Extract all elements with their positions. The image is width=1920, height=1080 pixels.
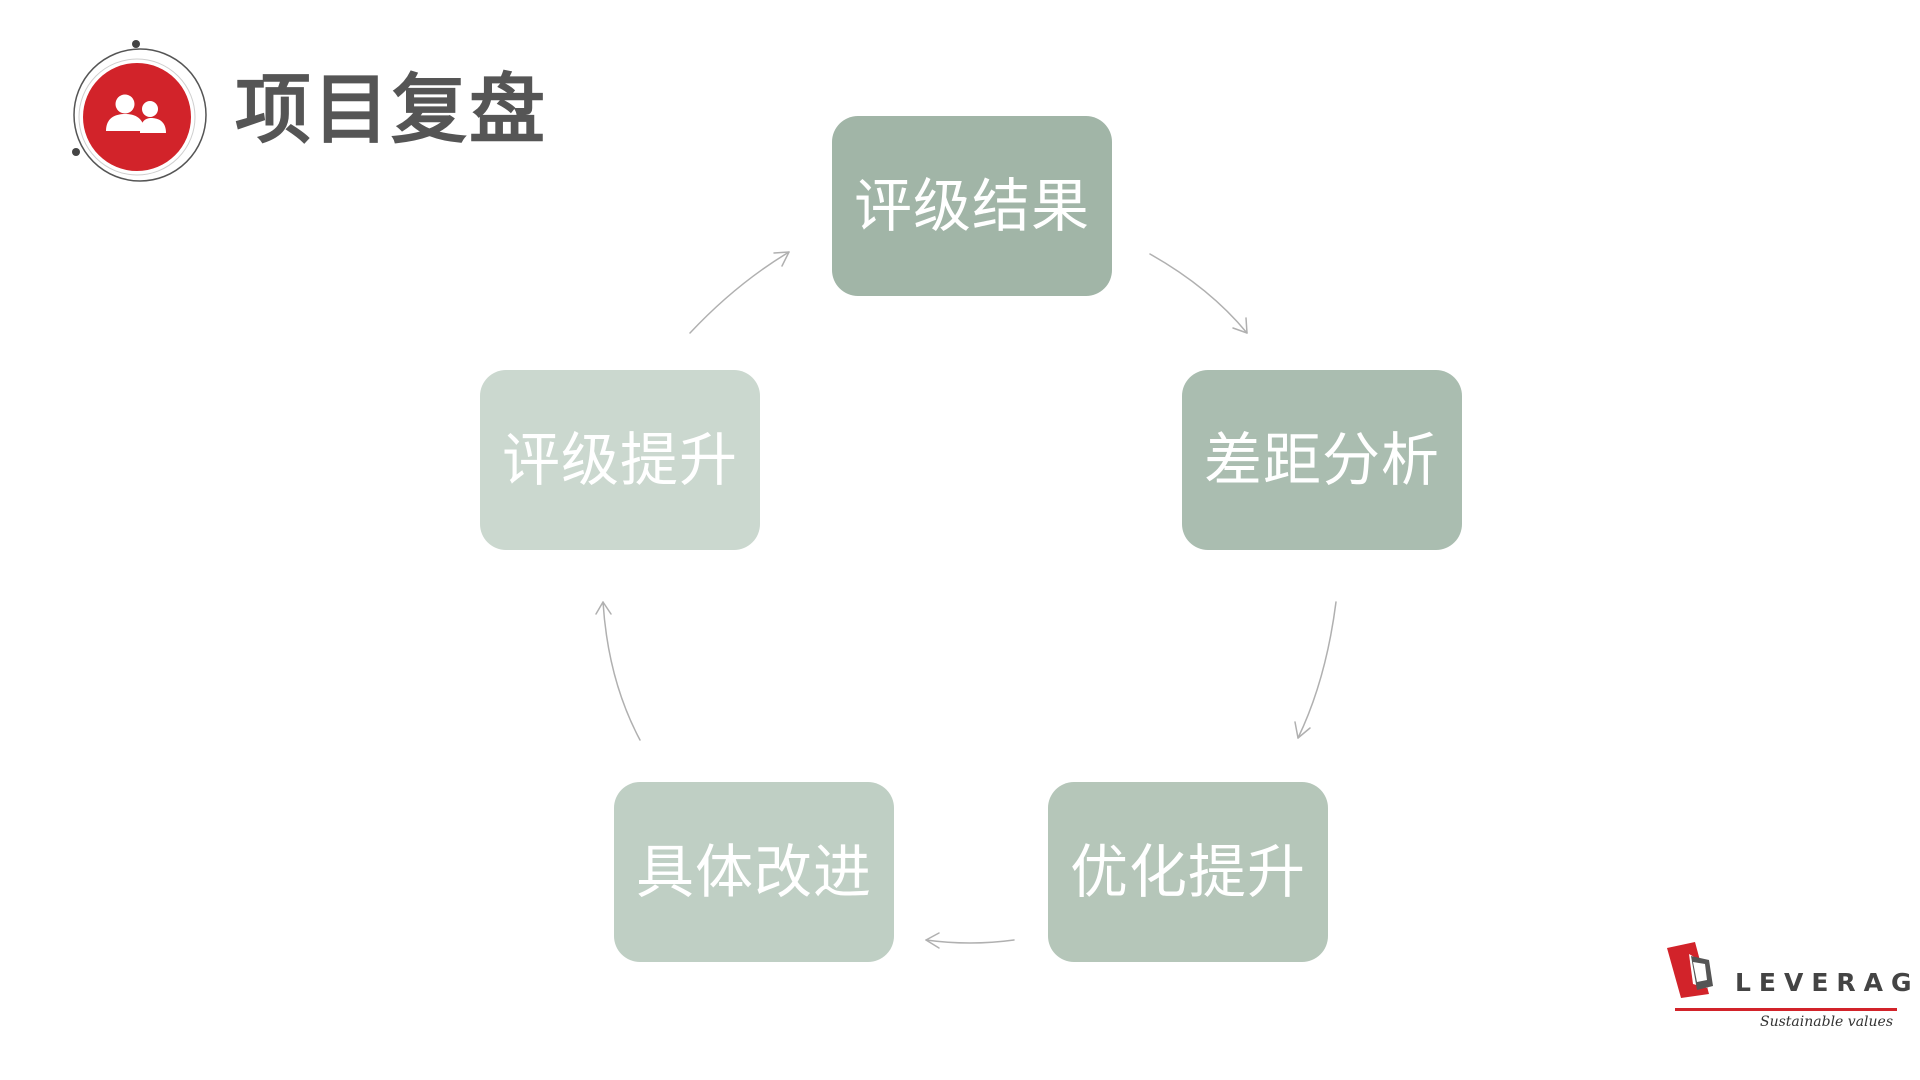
stage-optimization: 优化提升 <box>1048 782 1328 962</box>
brand-logo: LEVERAGE Sustainable values <box>1665 940 1920 1040</box>
arrow-head-2 <box>1294 721 1311 739</box>
users-icon <box>72 40 207 182</box>
arrow-1 <box>1149 253 1248 334</box>
arrow-head-3 <box>925 932 940 949</box>
leverage-logo-icon <box>1667 942 1713 998</box>
arrow-4 <box>602 601 641 741</box>
brand-name: LEVERAGE <box>1735 968 1920 997</box>
header-emblem <box>70 40 210 190</box>
stage-rating-upgrade: 评级提升 <box>480 370 760 550</box>
stage-gap-analysis: 差距分析 <box>1182 370 1462 550</box>
arrow-head-4 <box>595 601 612 615</box>
brand-tagline: Sustainable values <box>1760 1014 1893 1030</box>
stage-label: 优化提升 <box>1069 838 1306 906</box>
stage-concrete-improvement: 具体改进 <box>614 782 894 962</box>
stage-label: 评级提升 <box>501 426 738 494</box>
brand-divider <box>1675 1008 1897 1011</box>
page-title: 项目复盘 <box>235 65 547 154</box>
arrow-2 <box>1297 601 1337 739</box>
arrow-5 <box>689 251 790 334</box>
stage-rating-result: 评级结果 <box>832 116 1112 296</box>
arrow-3 <box>925 939 1015 944</box>
arrow-head-5 <box>773 251 790 267</box>
stage-label: 评级结果 <box>853 172 1090 240</box>
arrow-head-1 <box>1232 317 1248 334</box>
stage-label: 差距分析 <box>1203 426 1440 494</box>
stage-label: 具体改进 <box>635 838 872 906</box>
